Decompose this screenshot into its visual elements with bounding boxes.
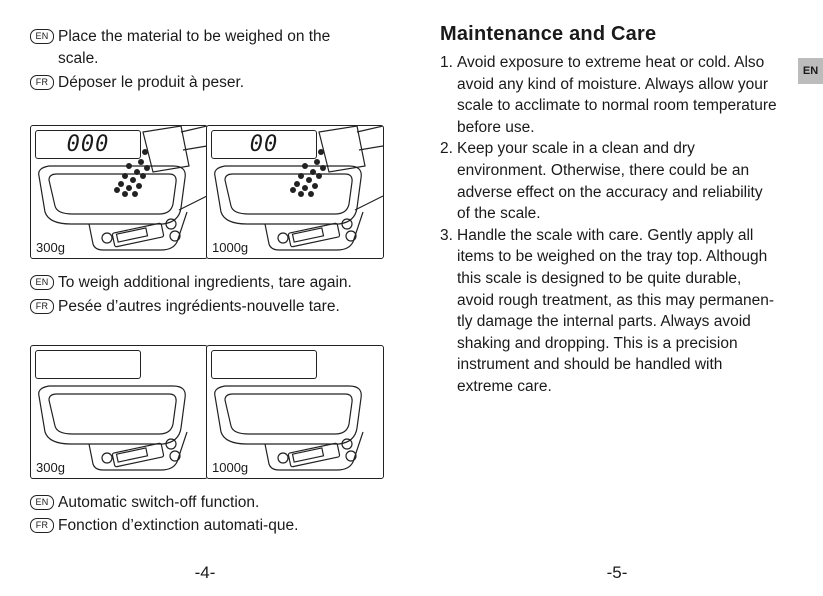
maintenance-list: 1. Avoid exposure to extreme heat or col…	[440, 52, 806, 398]
list-item: 1. Avoid exposure to extreme heat or col…	[440, 52, 806, 138]
capacity-label: 1000g	[212, 240, 249, 255]
step1-fr-text: Déposer le produit à peser.	[58, 74, 245, 91]
step2-en-line: EN To weigh additional ingredients, tare …	[30, 272, 352, 294]
item-line: avoid any kind of moisture. Always allow…	[457, 75, 769, 93]
scale-illustration	[38, 385, 188, 471]
en-badge: EN	[30, 29, 54, 44]
step3-en-text: Automatic switch-off function.	[58, 494, 260, 511]
step3-fr-line: FR Fonction d’extinction automati-que.	[30, 515, 298, 537]
item-line: adverse effect on the accuracy and relia…	[457, 183, 763, 201]
scale-readout: 000	[35, 130, 141, 159]
step1-en-text: Place the material to be weighed on the	[58, 28, 331, 45]
manual-page-right: Maintenance and Care EN 1. Avoid exposur…	[410, 0, 823, 596]
hand-pouring-icon	[142, 126, 207, 173]
fr-badge: FR	[30, 75, 54, 90]
item-number: 2.	[440, 140, 453, 158]
step2-fr-text: Pesée d’autres ingrédients-nouvelle tare…	[58, 298, 340, 315]
scale-readout	[35, 350, 141, 379]
list-item: 2. Keep your scale in a clean and dry en…	[440, 138, 806, 224]
section-title: Maintenance and Care	[440, 23, 657, 45]
list-item: 3. Handle the scale with care. Gently ap…	[440, 225, 806, 398]
item-line: tly damage the internal parts. Always av…	[457, 313, 751, 331]
capacity-label: 1000g	[212, 460, 249, 475]
item-number: 1.	[440, 54, 453, 71]
step3-fr-text: Fonction d’extinction automati-que.	[58, 517, 299, 534]
scale-readout: 00	[211, 130, 317, 159]
item-line: shaking and dropping. This is a precisio…	[457, 334, 738, 352]
item-line: of the scale.	[457, 205, 541, 223]
language-tab: EN	[798, 58, 823, 84]
item-line: items to be weighed on the tray top. Alt…	[457, 248, 768, 266]
scale-panel-300g-pouring: 000 300g	[30, 125, 208, 259]
en-badge: EN	[30, 275, 54, 290]
item-line: environment. Otherwise, there could be a…	[457, 161, 750, 179]
step2-fr-line: FR Pesée d’autres ingrédients-nouvelle ta…	[30, 296, 340, 318]
scale-panel-1000g-empty: 1000g	[206, 345, 384, 479]
item-line: this scale is designed to be quite durab…	[457, 269, 742, 287]
step3-en-line: EN Automatic switch-off function.	[30, 492, 259, 514]
capacity-label: 300g	[36, 460, 65, 475]
step1-fr-line: FR Déposer le produit à peser.	[30, 72, 244, 94]
item-line: instrument and should be handled with	[457, 356, 723, 374]
scale-panel-1000g-pouring: 00 1000g	[206, 125, 384, 259]
step2-en-text: To weigh additional ingredients, tare ag…	[58, 274, 352, 291]
en-badge: EN	[30, 495, 54, 510]
item-number: 3.	[440, 226, 453, 244]
scale-illustration	[214, 126, 383, 251]
scale-illustration	[214, 385, 364, 471]
item-line: extreme care.	[457, 377, 552, 395]
item-line: Handle the scale with care. Gently apply…	[457, 226, 754, 244]
page-number: -4-	[194, 563, 216, 582]
manual-page-left: EN Place the material to be weighed on th…	[0, 0, 410, 596]
page-number: -5-	[606, 563, 628, 582]
item-line: scale to acclimate to normal room temper…	[457, 97, 777, 115]
granules-icon	[290, 149, 326, 197]
step1-en-line: EN Place the material to be weighed on th…	[30, 26, 330, 48]
item-line: avoid rough treatment, as this may perma…	[457, 291, 775, 309]
item-line: before use.	[457, 118, 535, 136]
fr-badge: FR	[30, 518, 54, 533]
item-line: Avoid exposure to extreme heat or cold. …	[457, 54, 765, 71]
step1-en-text-cont: scale.	[58, 50, 99, 67]
fr-badge: FR	[30, 299, 54, 314]
capacity-label: 300g	[36, 240, 65, 255]
hand-pouring-icon	[318, 126, 383, 173]
scale-panel-300g-empty: 300g	[30, 345, 208, 479]
item-line: Keep your scale in a clean and dry	[457, 140, 695, 158]
scale-readout	[211, 350, 317, 379]
